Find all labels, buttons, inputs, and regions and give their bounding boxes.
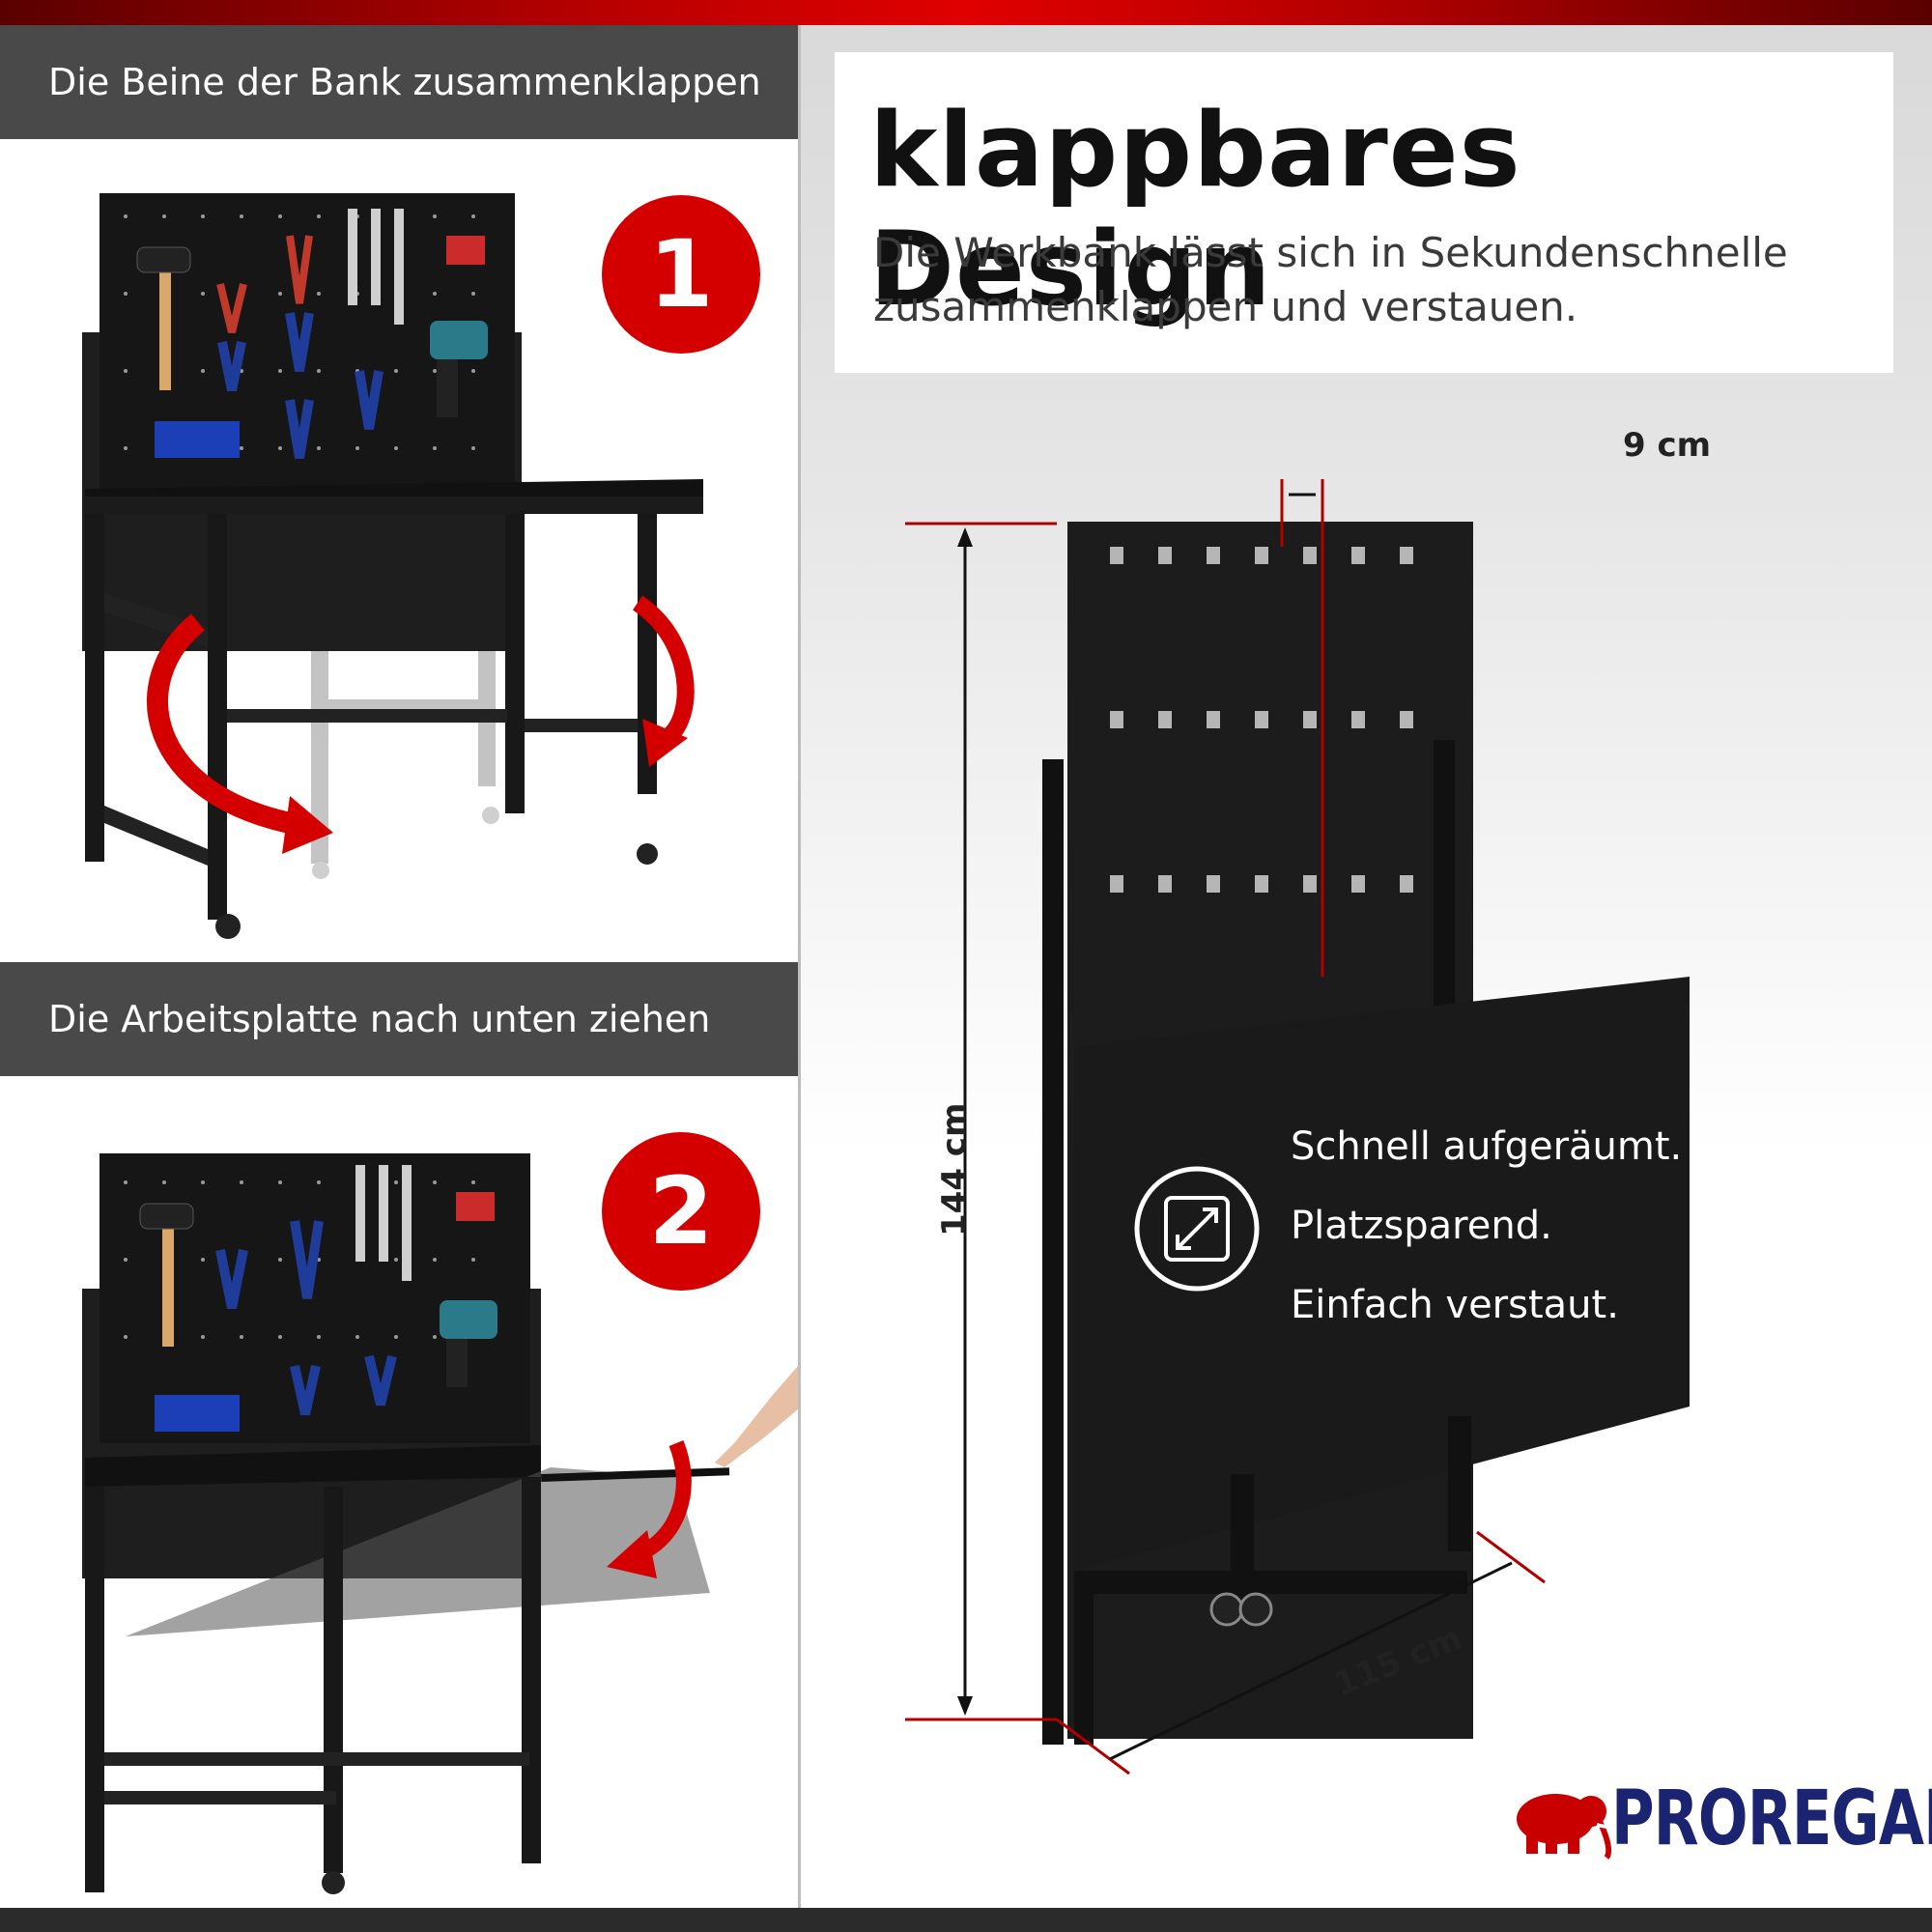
steps-column: Die Beine der Bank zusammenklappen [0, 25, 801, 1908]
brand-name: PROREGAL [1611, 1776, 1932, 1862]
feature-2: Platzsparend. [1291, 1204, 1552, 1248]
step-2-label: Die Arbeitsplatte nach unten ziehen [48, 998, 711, 1040]
step-1-header: Die Beine der Bank zusammenklappen [0, 25, 798, 139]
title-box: klappbares Design Die Werkbank lässt sic… [835, 52, 1893, 373]
dimension-height: 144 cm [935, 1102, 974, 1236]
mammoth-icon [1517, 1794, 1628, 1860]
workbench-folding-legs-illustration [82, 193, 703, 939]
top-accent-bar [0, 0, 1932, 25]
step-1-number-badge: 1 [602, 195, 760, 354]
page-title: klappbares Design [869, 91, 1521, 328]
feature-3: Einfach verstaut. [1291, 1283, 1619, 1327]
dimension-depth: 9 cm [1623, 426, 1712, 465]
step-1-panel: 1 [0, 139, 798, 962]
step-2-header: Die Arbeitsplatte nach unten ziehen [0, 962, 798, 1076]
step-2-number-badge: 2 [602, 1132, 760, 1291]
folded-workbench-illustration [905, 479, 1690, 1776]
step-1-number: 1 [648, 220, 714, 328]
page-subtitle: Die Werkbank lässt sich in Sekundenschne… [873, 229, 1788, 330]
feature-1: Schnell aufgeräumt. [1291, 1124, 1683, 1169]
expand-arrows-icon [1164, 1196, 1230, 1262]
step-1-label: Die Beine der Bank zusammenklappen [48, 61, 761, 103]
step-2-number: 2 [648, 1157, 714, 1265]
bottom-bar [0, 1908, 1932, 1932]
step-2-panel: 2 [0, 1076, 798, 1908]
workbench-folding-top-illustration [82, 1153, 798, 1894]
brand-logo [1517, 1794, 1628, 1860]
